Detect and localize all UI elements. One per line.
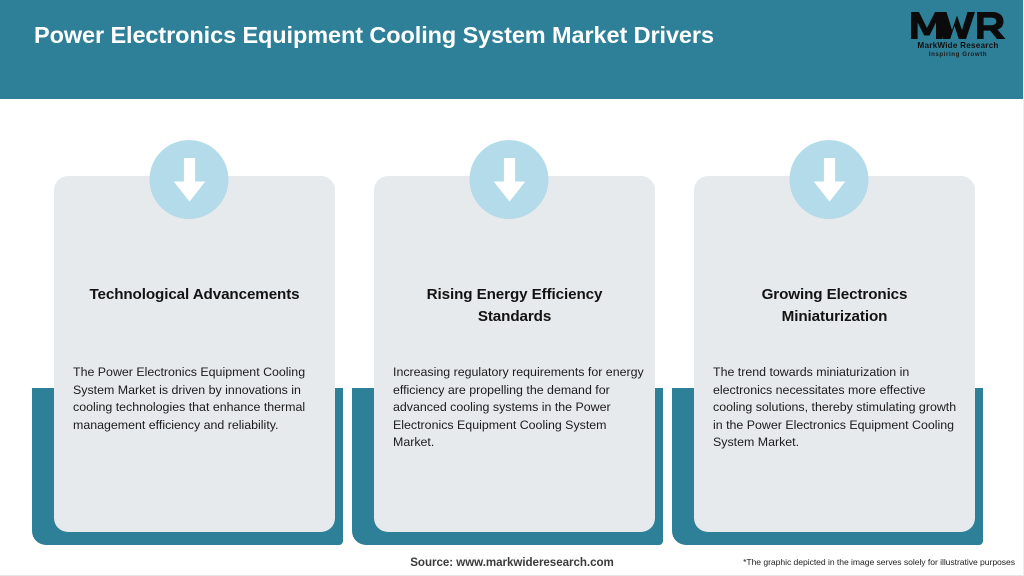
card-body-1: The Power Electronics Equipment Cooling …: [73, 365, 306, 432]
card-body-3: The trend towards miniaturization in ele…: [713, 365, 957, 450]
card-title-1: Technological Advancements: [89, 286, 300, 303]
card-title-2: Rising Energy Efficiency Standards: [426, 286, 603, 325]
down-arrow-icon-1: [149, 140, 229, 219]
page-title: Power Electronics Equipment Cooling Syst…: [34, 22, 714, 48]
card-surface-3: Growing Electronics Miniaturization The …: [694, 176, 975, 532]
card-surface-2: Rising Energy Efficiency Standards Incre…: [374, 176, 655, 532]
source-label: Source: www.markwideresearch.com: [410, 556, 614, 569]
driver-card-1: Technological Advancements The Power Ele…: [29, 140, 349, 545]
card-surface-1: Technological Advancements The Power Ele…: [54, 176, 335, 532]
logo-tagline: Inspiring Growth: [928, 51, 988, 58]
mwr-logo-icon: [911, 12, 1006, 39]
brand-logo: MarkWide Research Inspiring Growth: [906, 8, 1010, 62]
down-arrow-glyph: [173, 157, 205, 202]
card-title-3: Growing Electronics Miniaturization: [761, 286, 908, 325]
card-body-2: Increasing regulatory requirements for e…: [393, 365, 644, 450]
down-arrow-icon-3: [789, 140, 869, 219]
driver-card-2: Rising Energy Efficiency Standards Incre…: [349, 140, 669, 545]
logo-company-name: MarkWide Research: [917, 41, 999, 50]
header-band: Power Electronics Equipment Cooling Syst…: [0, 0, 1023, 99]
disclaimer-label: *The graphic depicted in the image serve…: [743, 557, 1015, 567]
down-arrow-glyph: [493, 157, 525, 202]
driver-card-3: Growing Electronics Miniaturization The …: [669, 140, 989, 545]
down-arrow-glyph: [813, 157, 845, 202]
down-arrow-icon-2: [469, 140, 549, 219]
